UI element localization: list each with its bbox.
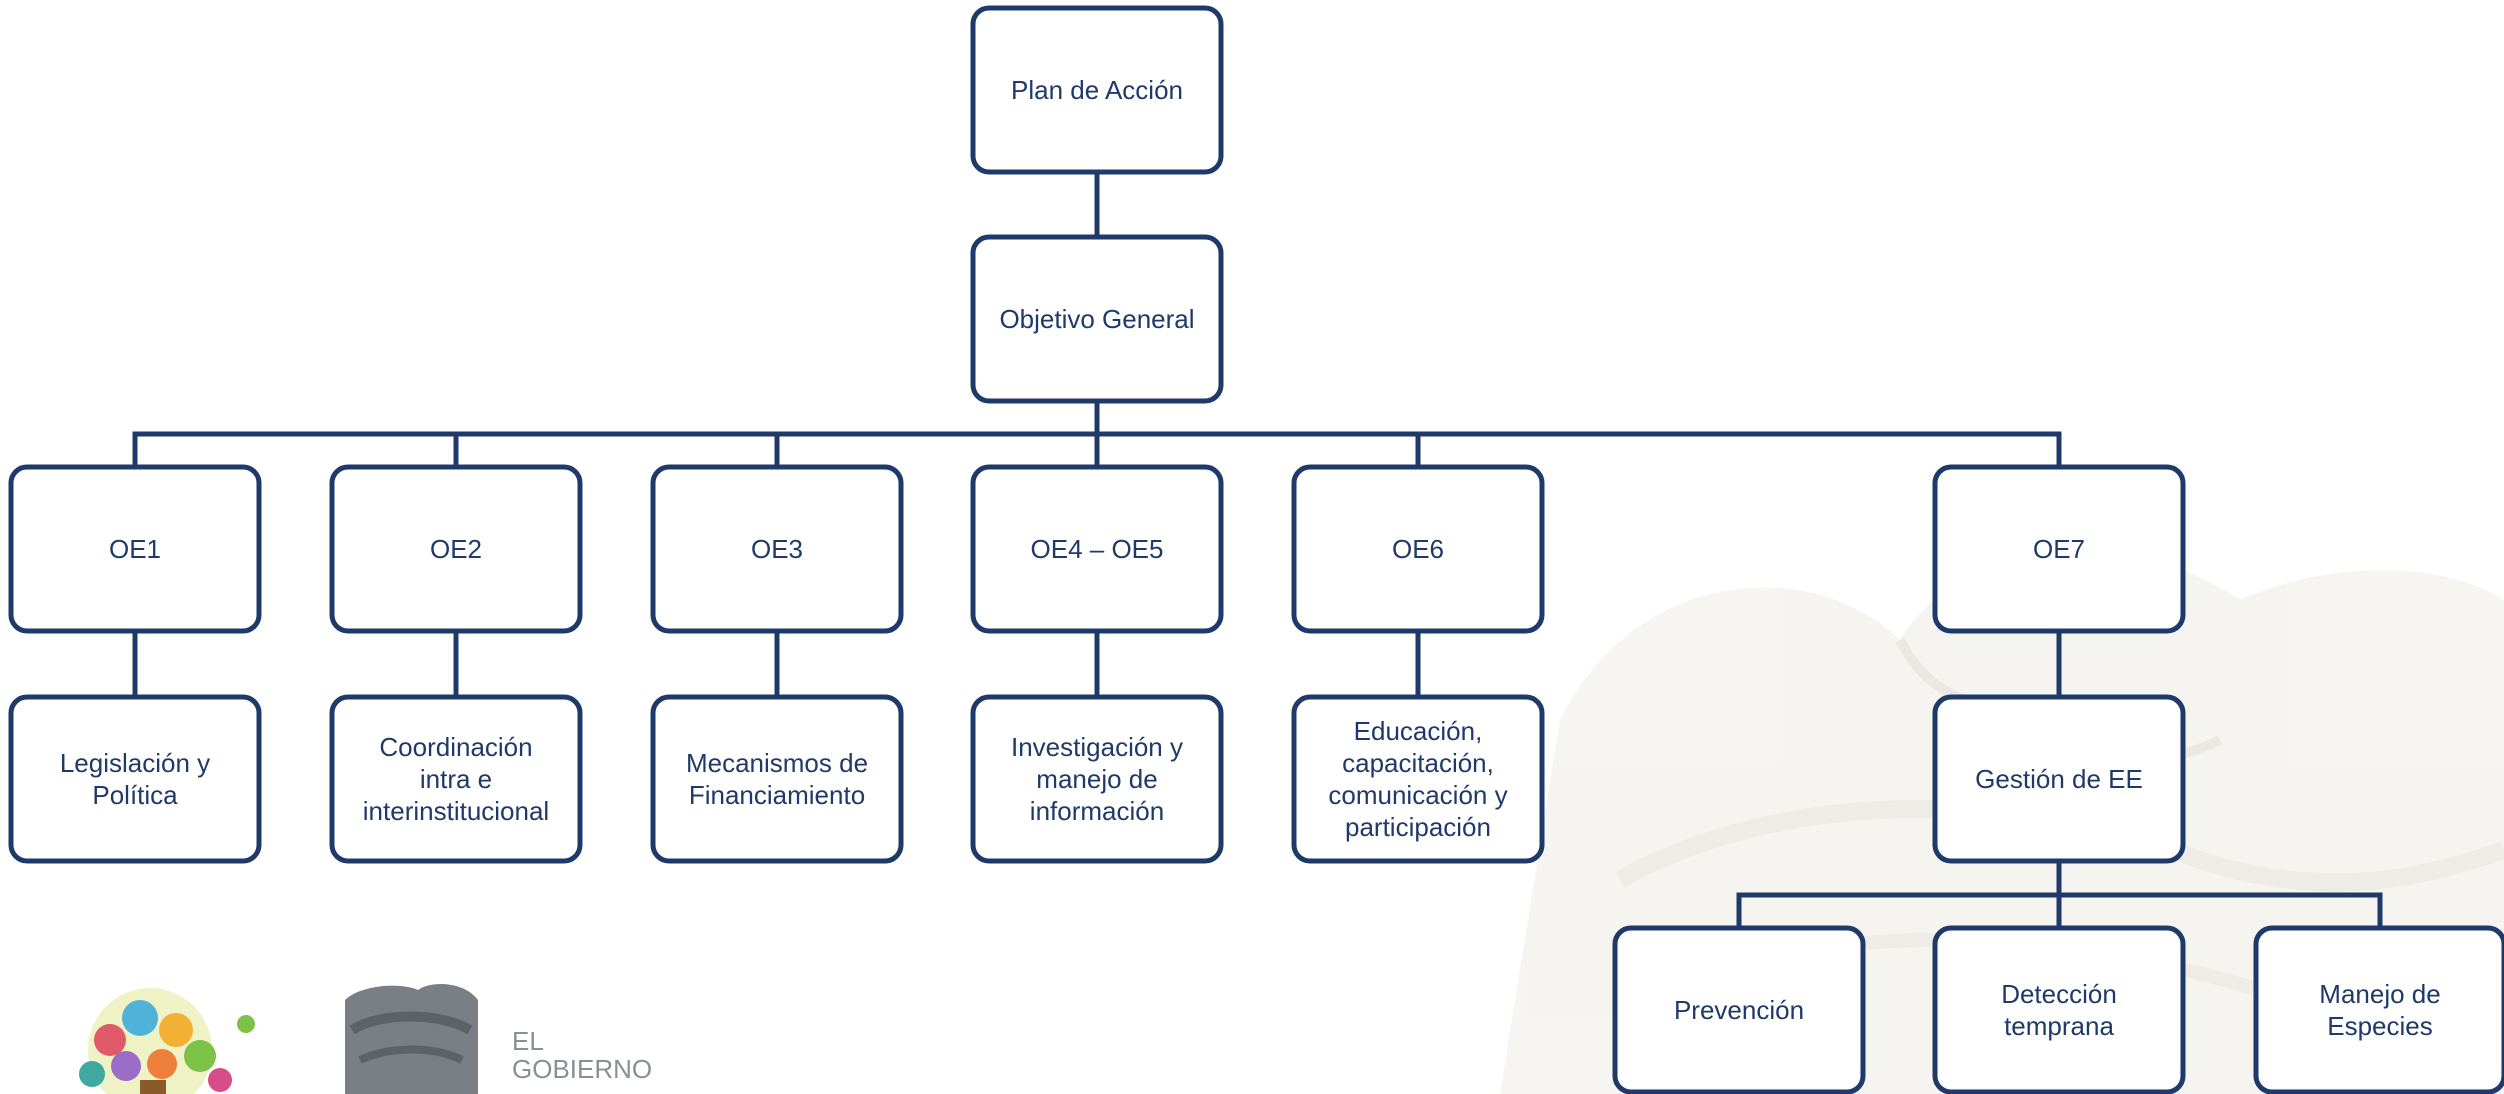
node-box-oe45 <box>970 464 1224 634</box>
node-label-oe45: OE4 – OE5 <box>1031 534 1164 564</box>
node-box-oe1 <box>8 464 262 634</box>
node-box-root <box>970 5 1224 175</box>
node-label-edu: capacitación, <box>1342 748 1494 778</box>
node-oe1: OE1 <box>8 464 262 634</box>
node-label-coord: Coordinación <box>379 732 532 762</box>
node-label-det: Detección <box>2001 979 2117 1009</box>
node-label-oe7: OE7 <box>2033 534 2085 564</box>
node-oe2: OE2 <box>329 464 583 634</box>
node-box-man <box>2253 925 2504 1094</box>
node-root: Plan de Acción <box>970 5 1224 175</box>
node-label-general: Objetivo General <box>999 304 1194 334</box>
node-label-prev: Prevención <box>1674 995 1804 1025</box>
node-box-inv <box>970 694 1224 864</box>
node-label-gest: Gestión de EE <box>1975 764 2143 794</box>
node-label-mec: Financiamiento <box>689 780 865 810</box>
node-oe3: OE3 <box>650 464 904 634</box>
node-box-edu <box>1291 694 1545 864</box>
node-prev: Prevención <box>1612 925 1866 1094</box>
node-box-oe3 <box>650 464 904 634</box>
node-label-inv: Investigación y <box>1011 732 1183 762</box>
node-gest: Gestión de EE <box>1932 694 2186 864</box>
node-label-det: temprana <box>2004 1011 2114 1041</box>
node-label-leg: Legislación y <box>60 748 210 778</box>
node-label-root: Plan de Acción <box>1011 75 1183 105</box>
node-label-edu: Educación, <box>1354 716 1483 746</box>
node-oe45: OE4 – OE5 <box>970 464 1224 634</box>
node-label-oe2: OE2 <box>430 534 482 564</box>
node-label-mec: Mecanismos de <box>686 748 868 778</box>
node-label-oe6: OE6 <box>1392 534 1444 564</box>
node-general: Objetivo General <box>970 234 1224 404</box>
node-edu: Educación,capacitación,comunicación ypar… <box>1291 694 1545 864</box>
node-label-oe3: OE3 <box>751 534 803 564</box>
node-box-general <box>970 234 1224 404</box>
node-box-oe7 <box>1932 464 2186 634</box>
node-label-edu: participación <box>1345 812 1491 842</box>
node-box-det <box>1932 925 2186 1094</box>
node-box-leg <box>8 694 262 864</box>
node-label-man: Manejo de <box>2319 979 2440 1009</box>
connector-lines <box>132 169 2383 931</box>
node-oe7: OE7 <box>1932 464 2186 634</box>
node-label-inv: manejo de <box>1036 764 1157 794</box>
node-oe6: OE6 <box>1291 464 1545 634</box>
node-label-oe1: OE1 <box>109 534 161 564</box>
node-label-inv: información <box>1030 796 1164 826</box>
node-label-man: Especies <box>2327 1011 2433 1041</box>
node-label-coord: intra e <box>420 764 492 794</box>
node-box-mec <box>650 694 904 864</box>
tree-logo <box>79 988 255 1094</box>
node-box-oe6 <box>1291 464 1545 634</box>
node-label-edu: comunicación y <box>1328 780 1507 810</box>
node-box-oe2 <box>329 464 583 634</box>
node-box-prev <box>1612 925 1866 1094</box>
node-box-gest <box>1932 694 2186 864</box>
node-label-leg: Política <box>92 780 178 810</box>
node-box-coord <box>329 694 583 864</box>
node-label-coord: interinstitucional <box>363 796 549 826</box>
